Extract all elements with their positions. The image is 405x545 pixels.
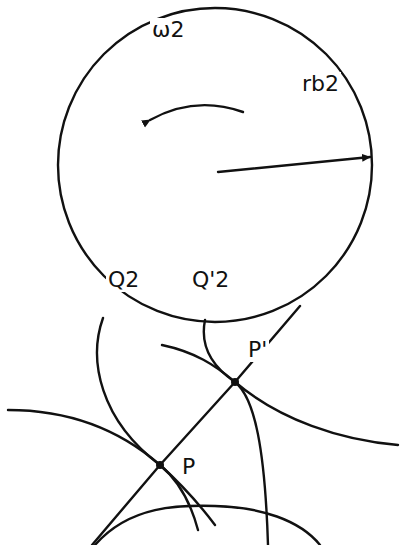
contact-point: [156, 461, 164, 469]
radius-line: [218, 157, 370, 172]
contact-point: [231, 378, 239, 386]
point-label: ω2: [150, 18, 186, 42]
involute-curve: [8, 410, 215, 525]
base-circle: [95, 506, 320, 545]
point-label: rb2: [300, 72, 341, 96]
point-label: P: [180, 455, 197, 479]
point-label: Q'2: [190, 268, 231, 292]
point-label: P': [246, 338, 269, 362]
line-of-action: [92, 306, 300, 545]
involute-curve: [162, 345, 398, 445]
rotation-arrow: [150, 105, 243, 120]
point-label: Q2: [106, 268, 141, 292]
base-circle: [58, 8, 372, 322]
